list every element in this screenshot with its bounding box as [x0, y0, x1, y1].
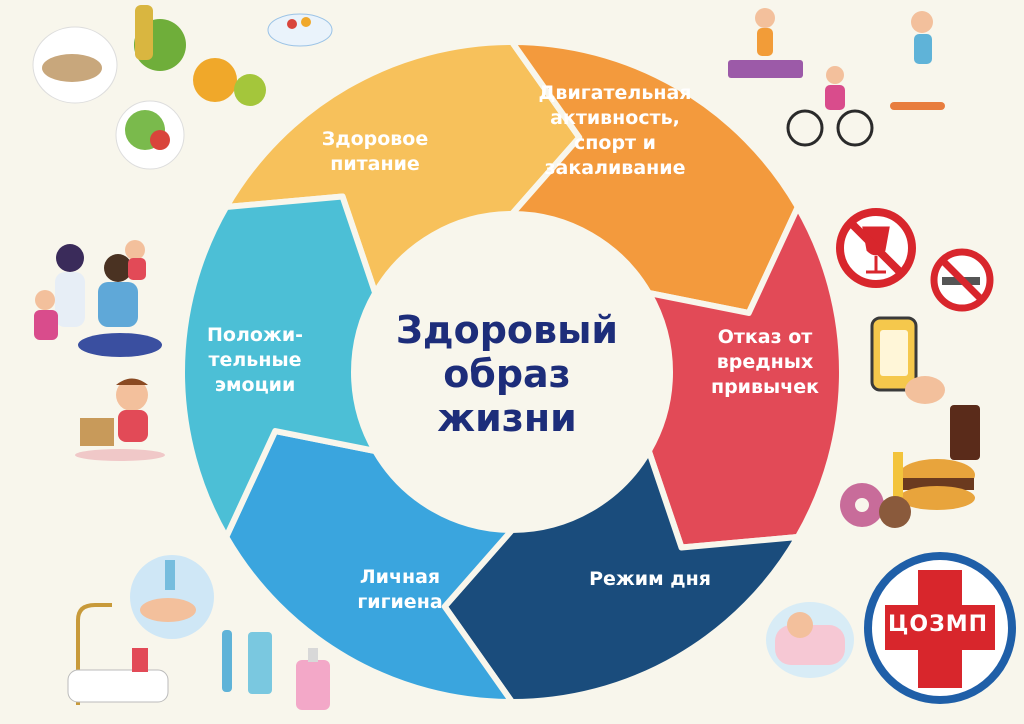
handwashing-illustration [130, 555, 214, 639]
segment-label-nutrition: Здоровое питание [321, 128, 429, 175]
center-circle [354, 214, 670, 530]
segment-ring [179, 39, 845, 705]
smartphone-illustration [870, 316, 945, 404]
sport-illustration [728, 8, 945, 147]
sleep-illustration [766, 602, 854, 678]
bathroom-illustration [67, 603, 169, 705]
fast-food-illustration [840, 405, 980, 528]
segment-label-emotions: Положи- тельные эмоции [206, 324, 304, 396]
segment-label-activity: Двигательная активность, спорт и закалив… [538, 82, 692, 179]
family-illustration [34, 240, 162, 357]
medical-center-seal [864, 552, 1016, 704]
segment-label-habits: Отказ от вредных привычек [710, 326, 820, 398]
segment-label-regime: Режим дня [589, 568, 711, 590]
no-smoking-icon [930, 248, 994, 312]
healthy-food-illustration [32, 5, 333, 170]
toiletries-illustration [222, 630, 330, 710]
seal-text: ЦОЗМП [887, 612, 989, 637]
child-playing-illustration [75, 378, 165, 461]
center-title: Здоровый образ жизни [395, 308, 619, 440]
segment-label-hygiene: Личная гигиена [357, 566, 443, 613]
no-alcohol-icon [836, 208, 916, 288]
